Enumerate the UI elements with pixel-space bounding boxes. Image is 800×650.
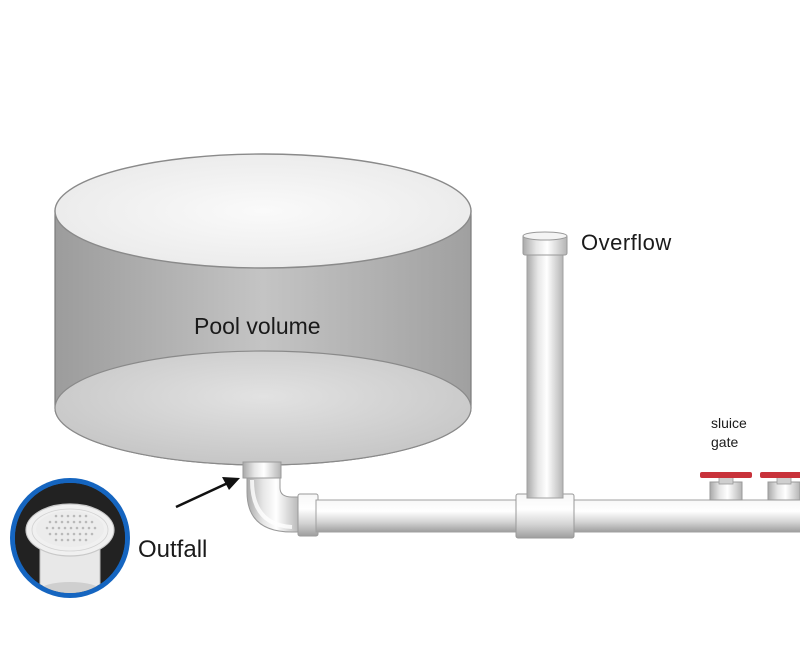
outfall-elbow: [242, 461, 319, 537]
outfall-arrow-icon: [175, 477, 240, 509]
pool-tank: [54, 153, 472, 466]
overflow-pipe: [522, 231, 568, 499]
sluice-gate-label-line1: sluice: [711, 415, 747, 431]
sluice-gate-label-line2: gate: [711, 434, 739, 450]
pool-volume-label: Pool volume: [194, 313, 321, 339]
pool-tank-top: [54, 153, 472, 269]
pool-tank-bottom: [54, 350, 472, 466]
outfall-label: Outfall: [138, 536, 208, 563]
overflow-label: Overflow: [581, 230, 672, 255]
valve-icon: [700, 472, 752, 501]
sluice-gate-label: sluice gate: [711, 414, 771, 452]
pipe-tee-joint: [515, 493, 575, 539]
valve-icon: [760, 472, 800, 501]
main-pipe: [315, 493, 800, 539]
sluice-gate-valves: [700, 472, 800, 501]
drain-grate-photo-icon: [10, 478, 130, 598]
